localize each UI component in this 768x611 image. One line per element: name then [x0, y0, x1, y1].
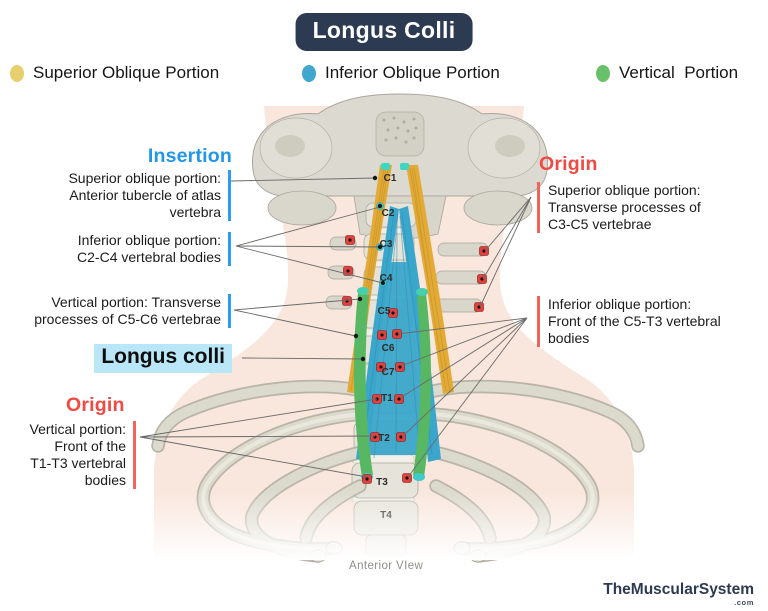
origin-heading-left: Origin: [66, 394, 125, 416]
leader-lines: [139, 177, 532, 478]
legend-item-superior-oblique: Superior Oblique Portion: [10, 63, 219, 83]
vertebra-label: T3: [376, 477, 388, 488]
legend-label: Superior Oblique Portion: [33, 63, 220, 82]
page-title: Longus Colli: [312, 17, 456, 43]
brand-logo: TheMuscularSystem .com: [603, 582, 754, 606]
vertebra-label: C3: [380, 239, 393, 250]
skull-base: [252, 93, 548, 240]
leader-endpoint-dots: [353, 175, 386, 362]
origin-heading-right: Origin: [539, 153, 598, 175]
muscle-name-label: Longus colli: [94, 344, 232, 373]
skull-texture-dots: [382, 116, 418, 144]
title-badge: Longus Colli: [295, 13, 473, 51]
vertebra-label: C1: [384, 173, 397, 184]
bottom-fade: [130, 490, 650, 560]
vertebra-label: C7: [382, 367, 395, 378]
insertion-label-vertical: Vertical portion: Transverse processes o…: [34, 294, 231, 329]
origin-label-inferior-oblique: Inferior oblique portion: Front of the C…: [537, 296, 721, 348]
insertion-label-superior-oblique: Superior oblique portion: Anterior tuber…: [68, 170, 231, 222]
vertebra-label: C4: [380, 273, 393, 284]
vertebra-label: C2: [382, 208, 395, 219]
view-caption: Anterior VIew: [349, 560, 424, 572]
insertion-heading: Insertion: [147, 145, 232, 167]
origin-label-superior-oblique: Superior oblique portion: Transverse pro…: [537, 182, 701, 234]
legend-dot-yellow: [10, 64, 24, 82]
legend-label: Inferior Oblique Portion: [325, 63, 500, 82]
vertebra-label: T2: [378, 433, 390, 444]
legend-dot-green: [596, 64, 610, 82]
brand-suffix: .com: [734, 597, 754, 607]
red-markers: [342, 235, 489, 484]
muscles: [347, 165, 454, 481]
legend-dot-blue: [302, 64, 316, 82]
insertion-label-inferior-oblique: Inferior oblique portion: C2-C4 vertebra…: [77, 232, 231, 267]
legend-item-vertical: Vertical Portion: [596, 63, 738, 83]
brand-name: TheMuscularSystem: [603, 581, 754, 598]
legend-label: Vertical Portion: [619, 63, 739, 82]
legend-item-inferior-oblique: Inferior Oblique Portion: [302, 63, 500, 83]
origin-label-vertical: Vertical portion: Front of the T1-T3 ver…: [30, 421, 136, 490]
vertebra-label: C6: [382, 343, 395, 354]
vertebra-label: T1: [381, 393, 393, 404]
vertebra-label: C5: [378, 306, 391, 317]
